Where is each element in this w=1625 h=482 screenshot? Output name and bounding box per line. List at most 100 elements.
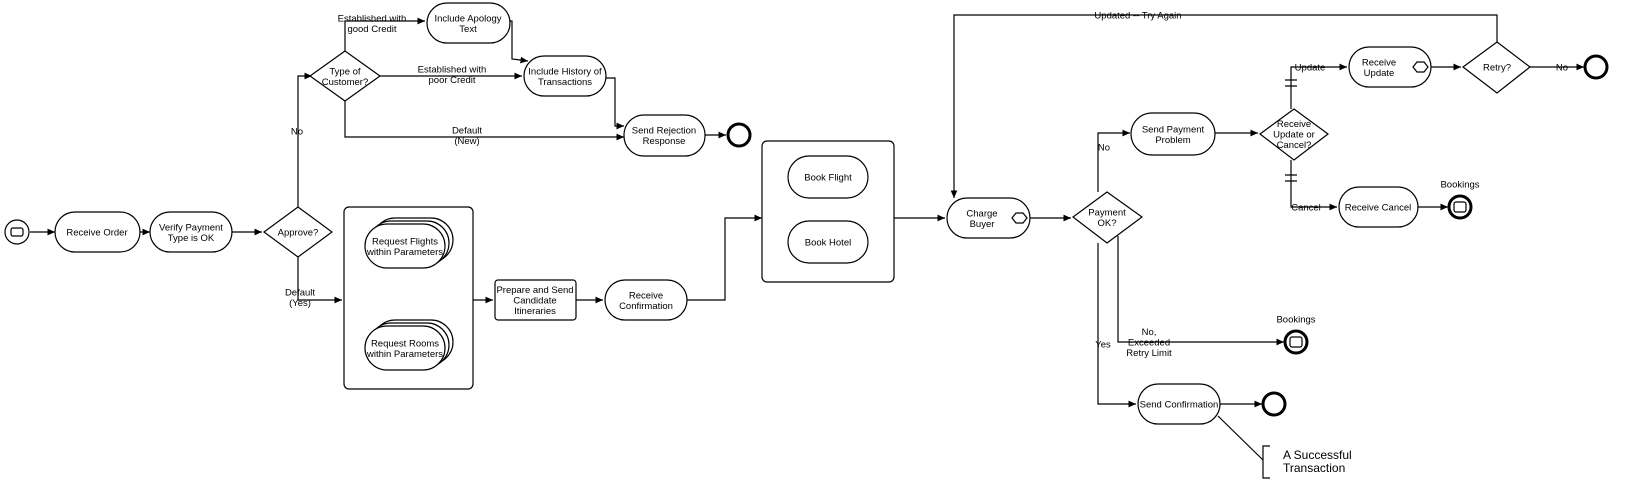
gateway-approve: Approve?	[262, 206, 334, 258]
task-receive-cancel: Receive Cancel	[1338, 186, 1419, 228]
label-line: No	[291, 127, 303, 138]
label-line: Exceeded	[1128, 338, 1170, 349]
label-payment-yes: Yes	[1095, 340, 1111, 351]
label-line: Established with	[418, 64, 487, 75]
compensation-icon	[1412, 61, 1429, 73]
gateway-retry: Retry?	[1461, 41, 1531, 94]
label-line: Book Hotel	[805, 238, 851, 249]
label-line: good Credit	[347, 24, 396, 35]
label-line: Receive	[1277, 119, 1311, 130]
label-line: (Yes)	[289, 298, 311, 309]
label-line: Request Flights	[372, 236, 438, 247]
end-event-success	[1261, 391, 1287, 417]
svg-text:Receive Cancel: Receive Cancel	[1345, 203, 1412, 214]
label-line: Bookings	[1440, 180, 1479, 191]
svg-text:Book Hotel: Book Hotel	[805, 238, 851, 249]
label-line: Include Apology	[434, 13, 501, 24]
svg-text:Send Confirmation: Send Confirmation	[1140, 400, 1219, 411]
label-update: Update	[1295, 63, 1326, 74]
label-updated-try-again: Updated -- Try Again	[1094, 11, 1181, 22]
svg-text:Receive Order: Receive Order	[66, 228, 127, 239]
label-line: Request Rooms	[371, 338, 439, 349]
label-line: Receive Cancel	[1345, 203, 1412, 214]
compensation-icon	[1289, 336, 1303, 348]
flow-approve-no	[297, 72, 312, 207]
label-line: Established with	[338, 13, 407, 24]
label-default-yes: Default(Yes)	[285, 287, 315, 309]
label-line: Transaction	[1283, 461, 1345, 475]
label-line: Approve?	[278, 228, 319, 239]
flow-break-mark	[1285, 174, 1297, 182]
svg-text:Book Flight: Book Flight	[804, 173, 852, 184]
flow-gateway-update	[1290, 63, 1347, 109]
label-cancel: Cancel	[1291, 203, 1321, 214]
label-line: A Successful	[1283, 448, 1352, 462]
label-line: Bookings	[1276, 315, 1315, 326]
sequence-flows	[30, 14, 1584, 461]
label-line: Send Rejection	[632, 125, 696, 136]
label-line: Updated -- Try Again	[1094, 11, 1181, 22]
label-line: Retry Limit	[1126, 348, 1172, 359]
label-line: within Parameters	[366, 349, 443, 360]
svg-text:Retry?: Retry?	[1483, 63, 1511, 74]
label-line: Response	[643, 136, 686, 147]
label-line: Charge	[966, 208, 997, 219]
flow-retry-updated	[950, 14, 1498, 198]
label-line: Text	[459, 24, 477, 35]
label-line: poor Credit	[429, 75, 476, 86]
label-retry-no: No	[1556, 63, 1568, 74]
label-payment-no: No	[1098, 143, 1110, 154]
label-line: Confirmation	[619, 301, 673, 312]
label-line: (New)	[454, 136, 479, 147]
label-line: No,	[1142, 327, 1157, 338]
task-book-hotel: Book Hotel	[787, 220, 869, 264]
flow-type-default-new	[344, 101, 624, 141]
label-line: Retry?	[1483, 63, 1511, 74]
start-event	[4, 219, 30, 245]
flow-payment-no	[1097, 129, 1130, 192]
label-line: Yes	[1095, 340, 1111, 351]
flow-approve-default	[297, 257, 342, 304]
svg-text:Approve?: Approve?	[278, 228, 319, 239]
label-line: Transactions	[538, 77, 592, 88]
flow-payment-yes	[1097, 243, 1136, 408]
message-icon	[10, 227, 24, 237]
flow-receive-conf-to-booking	[687, 214, 762, 301]
label-line: Update	[1364, 68, 1395, 79]
label-line: Verify Payment	[159, 222, 223, 233]
label-line: Customer?	[322, 77, 368, 88]
label-line: Cancel	[1291, 203, 1321, 214]
label-line: Send Payment	[1142, 124, 1205, 135]
label-line: Type of	[329, 66, 361, 77]
end-event-rejection	[726, 122, 752, 148]
compensation-icon	[1453, 201, 1467, 213]
label-line: No	[1098, 143, 1110, 154]
label-line: Itineraries	[514, 306, 556, 317]
label-no: No	[291, 127, 303, 138]
flow-history-to-rejection	[605, 77, 624, 130]
flow-gateway-cancel	[1290, 160, 1337, 211]
label-line: Default	[452, 125, 482, 136]
